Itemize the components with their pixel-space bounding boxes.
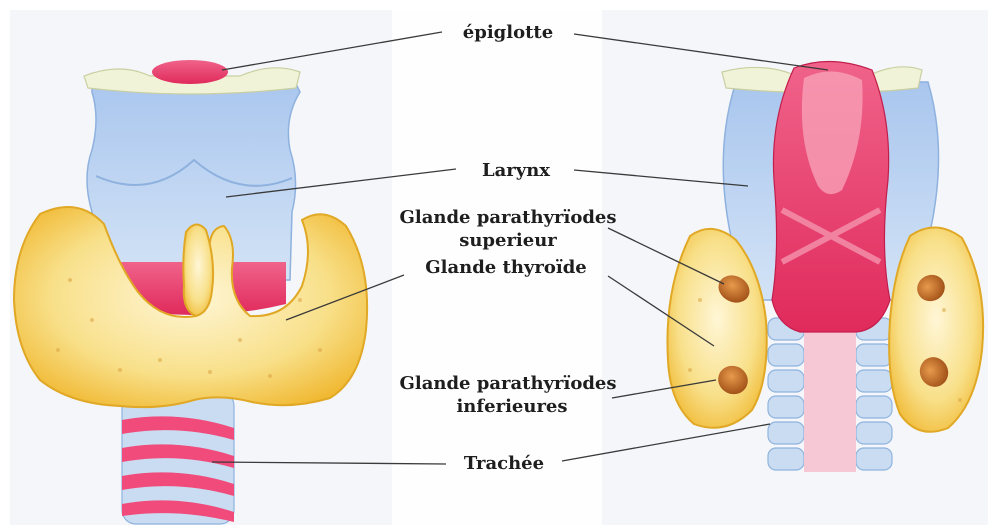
label-thyroid: Glande thyroïde	[425, 257, 587, 278]
label-parathyroid-inferior-line2: inferieures	[456, 396, 567, 417]
thyroid-gland-anterior	[14, 207, 367, 407]
label-parathyroid-superior-line2: superieur	[459, 230, 557, 251]
label-larynx: Larynx	[482, 160, 550, 181]
label-epiglotte: épiglotte	[463, 22, 553, 43]
epiglottis-anterior	[152, 60, 228, 84]
label-parathyroid-inferior-line1: Glande parathyrïodes	[399, 373, 616, 394]
label-trachea: Trachée	[464, 453, 544, 474]
trachea-anterior	[122, 392, 234, 524]
label-parathyroid-superior-line1: Glande parathyrïodes	[399, 207, 616, 228]
